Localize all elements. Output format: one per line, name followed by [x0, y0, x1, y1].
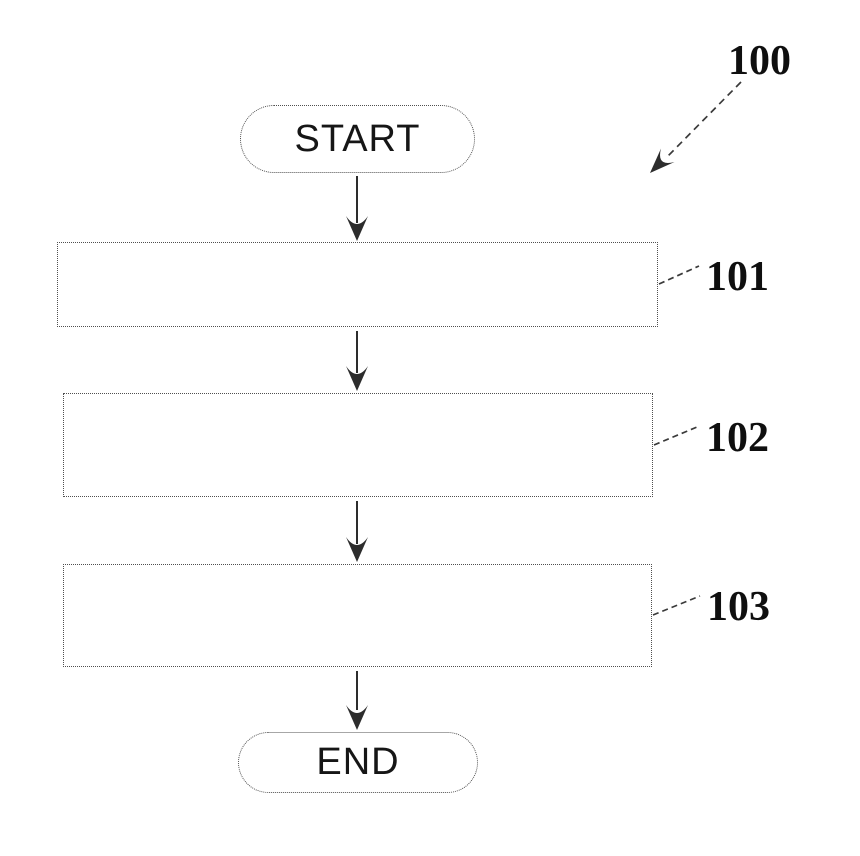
flow-arrow-start-to-101: [346, 176, 368, 241]
flow-arrow-102-to-103: [346, 501, 368, 562]
flow-node-end: END: [238, 732, 478, 793]
arrowhead-icon: [346, 537, 368, 562]
ref-101-leader-line: [658, 265, 700, 285]
flow-arrow-103-to-end: [346, 671, 368, 730]
arrowhead-icon: [346, 216, 368, 241]
flow-node-start: START: [240, 105, 475, 173]
ref-label-102: 102: [706, 415, 769, 461]
ref-100-pointer-arrow: [650, 81, 742, 173]
ref-label-100: 100: [728, 38, 791, 84]
ref-label-101: 101: [706, 254, 769, 300]
flow-node-step-103: [63, 564, 652, 667]
ref-103-leader-line: [652, 595, 701, 616]
flow-node-step-101: [57, 242, 658, 327]
end-label: END: [316, 741, 400, 783]
ref-100-arrowhead-icon: [650, 148, 675, 173]
ref-label-103: 103: [707, 584, 770, 630]
flow-arrow-101-to-102: [346, 331, 368, 391]
ref-102-leader-line: [653, 426, 698, 446]
start-label: START: [294, 117, 421, 160]
arrowhead-icon: [346, 366, 368, 391]
arrowhead-icon: [346, 705, 368, 730]
ref-100-leader-line: [667, 81, 742, 157]
flow-node-step-102: [63, 393, 653, 497]
